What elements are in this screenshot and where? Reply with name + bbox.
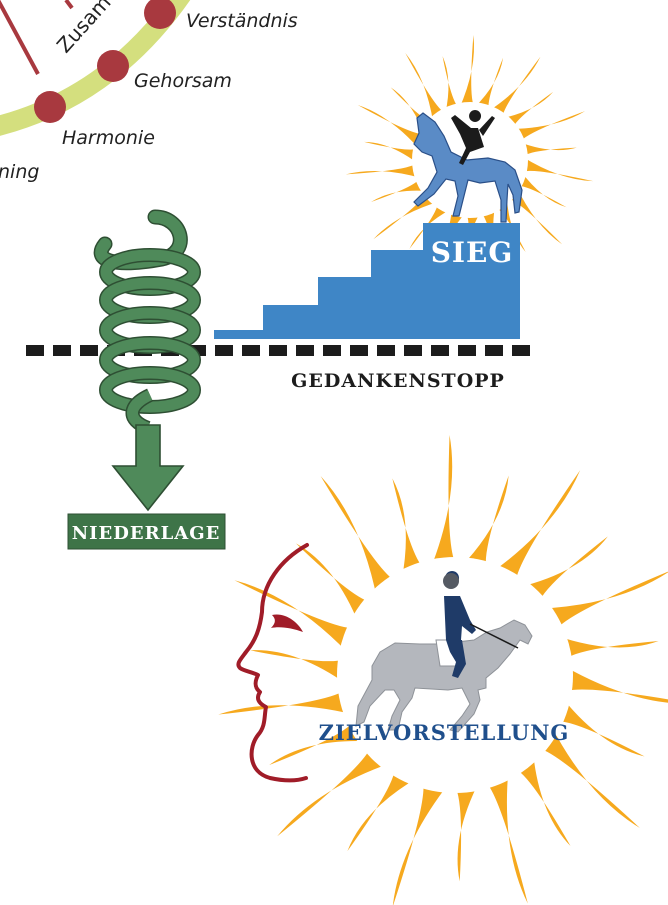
arc-dot-verstaendnis [144, 0, 176, 29]
dash-segment [80, 345, 98, 356]
dash-segment [296, 345, 314, 356]
spiral-icon [93, 209, 201, 435]
dash-segment [404, 345, 422, 356]
sun-ray [409, 199, 452, 249]
sun-ray [371, 175, 429, 202]
sun-ray [430, 435, 461, 570]
arc-label-verstaendnis: Verständnis [186, 10, 298, 32]
thought-stop-label: GEDANKENSTOPP [291, 370, 505, 392]
dash-segment [458, 345, 476, 356]
sun-ray [488, 56, 541, 121]
sun-ray [347, 762, 420, 852]
horse-rider-icon [413, 110, 523, 223]
sun-ray [540, 571, 668, 635]
sun-ray [533, 724, 640, 828]
arc-spoke [0, 0, 40, 75]
sun-ray [392, 777, 450, 905]
dash-segment [485, 345, 503, 356]
dash-segment [512, 345, 530, 356]
arc-label-gehorsam: Gehorsam [134, 70, 232, 92]
dash-segment [26, 345, 44, 356]
arc-dot-gehorsam [97, 50, 129, 82]
sun-ray [250, 650, 349, 685]
sun-ray [357, 104, 426, 149]
sun-ray [345, 160, 422, 179]
sun-ray [277, 741, 392, 837]
arc-curved-label: Zusam [52, 0, 116, 57]
sun-ray [218, 685, 355, 715]
sun-ray [518, 536, 608, 609]
arc-label-ning: ning [0, 161, 39, 183]
sun-ray [514, 171, 567, 208]
dash-segment [377, 345, 395, 356]
sun-ray [320, 476, 401, 601]
arrow-down-icon [111, 424, 185, 512]
sun-ray [501, 91, 554, 132]
sun-ray [449, 780, 480, 882]
arc-dot-harmonie [34, 91, 66, 123]
arc-spoke-2 [64, 0, 74, 10]
progress-arc: Zusam Verständnis Gehorsam Harmonie ning [0, 0, 298, 183]
spiral-coil [100, 367, 200, 413]
sun-ray [518, 141, 577, 160]
dash-segment [350, 345, 368, 356]
dash-segment [269, 345, 287, 356]
sun-ray [459, 35, 477, 110]
defeat-label: NIEDERLAGE [72, 523, 221, 544]
sun-ray [392, 478, 430, 582]
sun-ray [480, 768, 528, 904]
dressage-horse-icon [355, 571, 533, 733]
dash-segment [323, 345, 341, 356]
sun-ray [511, 111, 586, 145]
sun-ray [561, 665, 668, 703]
sun-ray [490, 470, 581, 588]
goal-label: ZIELVORSTELLUNG [319, 720, 570, 745]
sun-ray [520, 156, 594, 182]
defeat-box: NIEDERLAGE [67, 513, 226, 550]
dash-segment [242, 345, 260, 356]
arc-label-harmonie: Harmonie [62, 127, 155, 149]
victory-label: SIEG [431, 236, 514, 269]
dash-segment [53, 345, 71, 356]
sun-ray [555, 635, 659, 665]
dash-segment [215, 345, 233, 356]
face-profile-icon [236, 543, 309, 783]
dash-segment [431, 345, 449, 356]
victory-stairs: SIEG [214, 223, 520, 339]
sun-ray [405, 53, 448, 124]
sun-ray [509, 749, 571, 847]
thought-stop-line [26, 345, 530, 356]
sun-ray [295, 543, 377, 626]
sun-ray [269, 715, 370, 765]
sun-ray [364, 141, 420, 164]
